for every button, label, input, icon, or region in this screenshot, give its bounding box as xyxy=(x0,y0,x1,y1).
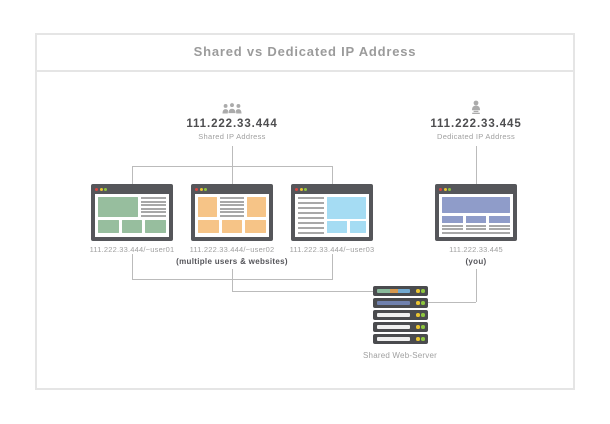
dedicated-ip-address: 111.222.33.445 xyxy=(430,118,522,130)
connector-user01-drop xyxy=(132,166,133,184)
server-unit-5 xyxy=(373,334,428,344)
window-dot-green-icon xyxy=(104,187,107,191)
webpage-mockup-green xyxy=(95,194,169,237)
window-dot-red-icon xyxy=(439,187,442,191)
shared-ip-label: Shared IP Address xyxy=(198,132,266,141)
connector-you-to-server xyxy=(428,302,476,303)
window-dot-green-icon xyxy=(204,187,207,191)
shared-web-server xyxy=(373,286,428,346)
window-dot-red-icon xyxy=(295,187,298,191)
browser-window-user02 xyxy=(191,184,273,241)
browser-titlebar xyxy=(435,184,517,194)
server-led-green-icon xyxy=(421,337,425,341)
window-dot-red-icon xyxy=(95,187,98,191)
shared-ip-address: 111.222.33.444 xyxy=(186,118,278,130)
browser-titlebar xyxy=(91,184,173,194)
window-dot-yellow-icon xyxy=(99,187,103,191)
browser-titlebar xyxy=(291,184,373,194)
connector-shared-to-server-stem xyxy=(232,269,233,291)
user-icon xyxy=(469,100,483,120)
page-title: Shared vs Dedicated IP Address xyxy=(193,44,417,59)
window-dot-green-icon xyxy=(304,187,307,191)
browser-titlebar xyxy=(191,184,273,194)
caption-user02: 111.222.33.444/~user02 xyxy=(189,245,275,254)
server-unit-4 xyxy=(373,322,428,332)
server-unit-1 xyxy=(373,286,428,296)
server-unit-3 xyxy=(373,310,428,320)
server-unit-2 xyxy=(373,298,428,308)
server-led-yellow-icon xyxy=(416,325,420,329)
connector-user03-down xyxy=(332,254,333,279)
server-led-yellow-icon xyxy=(416,289,420,293)
webpage-mockup-periwinkle xyxy=(439,194,513,237)
server-activity-bar xyxy=(377,337,410,341)
users-icon xyxy=(221,101,243,120)
server-led-yellow-icon xyxy=(416,301,420,305)
server-led-yellow-icon xyxy=(416,313,420,317)
connector-user01-down xyxy=(132,254,133,279)
note-you: (you) xyxy=(465,257,487,266)
window-dot-red-icon xyxy=(195,187,198,191)
webpage-mockup-blue xyxy=(295,194,369,237)
window-dot-green-icon xyxy=(448,187,451,191)
browser-window-user01 xyxy=(91,184,173,241)
server-activity-bar xyxy=(377,301,410,305)
window-dot-yellow-icon xyxy=(199,187,203,191)
connector-shared-to-server xyxy=(232,291,373,292)
connector-user03-drop xyxy=(332,166,333,184)
server-activity-bar xyxy=(377,325,410,329)
webpage-mockup-orange xyxy=(195,194,269,237)
browser-window-user03 xyxy=(291,184,373,241)
dedicated-ip-label: Dedicated IP Address xyxy=(437,132,515,141)
server-label: Shared Web-Server xyxy=(363,351,437,360)
diagram-header: Shared vs Dedicated IP Address xyxy=(35,33,575,72)
server-led-green-icon xyxy=(421,289,425,293)
server-activity-bar xyxy=(377,289,410,293)
server-led-green-icon xyxy=(421,325,425,329)
connector-shared-stem xyxy=(232,146,233,166)
connector-dedicated-stem xyxy=(476,146,477,184)
caption-user01: 111.222.33.444/~user01 xyxy=(89,245,175,254)
window-dot-yellow-icon xyxy=(299,187,303,191)
server-led-yellow-icon xyxy=(416,337,420,341)
server-activity-bar xyxy=(377,313,410,317)
server-led-green-icon xyxy=(421,313,425,317)
browser-window-you xyxy=(435,184,517,241)
connector-user02-drop xyxy=(232,166,233,184)
window-dot-yellow-icon xyxy=(443,187,447,191)
caption-dedicated-site: 111.222.33.445 xyxy=(449,245,503,254)
note-multiple-users: (multiple users & websites) xyxy=(176,257,288,266)
connector-you-down xyxy=(476,269,477,302)
server-led-green-icon xyxy=(421,301,425,305)
caption-user03: 111.222.33.444/~user03 xyxy=(289,245,375,254)
